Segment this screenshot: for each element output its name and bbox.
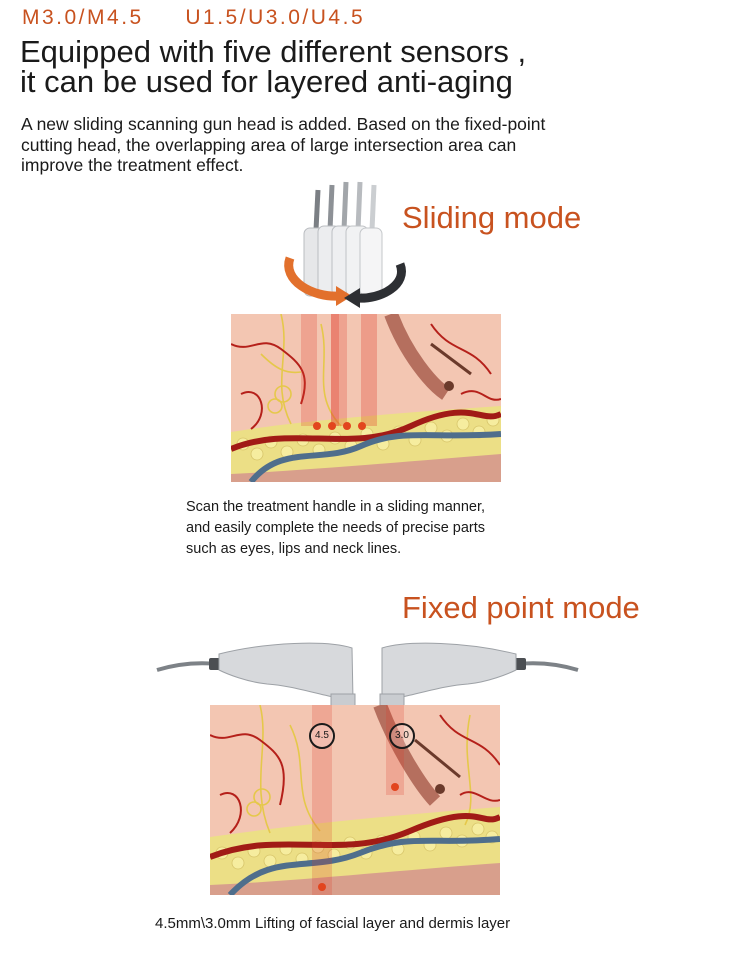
sliding-caption: Scan the treatment handle in a sliding m… [186, 497, 485, 560]
fixed-skin-cross-section [210, 705, 500, 895]
depth-marker-left: 4.5 [309, 723, 335, 749]
fixed-mode-title: Fixed point mode [402, 590, 640, 625]
title-line-2: it can be used for layered anti-aging [20, 64, 513, 99]
intro-paragraph: A new sliding scanning gun head is added… [21, 114, 546, 175]
model-list: M3.0/M4.5 U1.5/U3.0/U4.5 [22, 6, 366, 29]
fixed-caption: 4.5mm\3.0mm Lifting of fascial layer and… [155, 915, 511, 932]
sliding-skin-cross-section [231, 314, 501, 482]
depth-marker-right: 3.0 [389, 723, 415, 749]
right-handle-illustration [379, 642, 579, 709]
sliding-caption-line-2: and easily complete the needs of precise… [186, 520, 486, 536]
title-line-1: Equipped with five different sensors , [20, 34, 527, 69]
page-title: Equipped with five different sensors , i… [20, 34, 740, 99]
left-handle-illustration [156, 642, 356, 709]
sliding-caption-line-1: Scan the treatment handle in a sliding m… [186, 499, 486, 515]
sliding-mode-title: Sliding mode [402, 200, 582, 235]
sliding-caption-line-3: such as eyes, lips and neck lines. [186, 541, 402, 557]
sliding-handles-illustration [284, 181, 406, 308]
